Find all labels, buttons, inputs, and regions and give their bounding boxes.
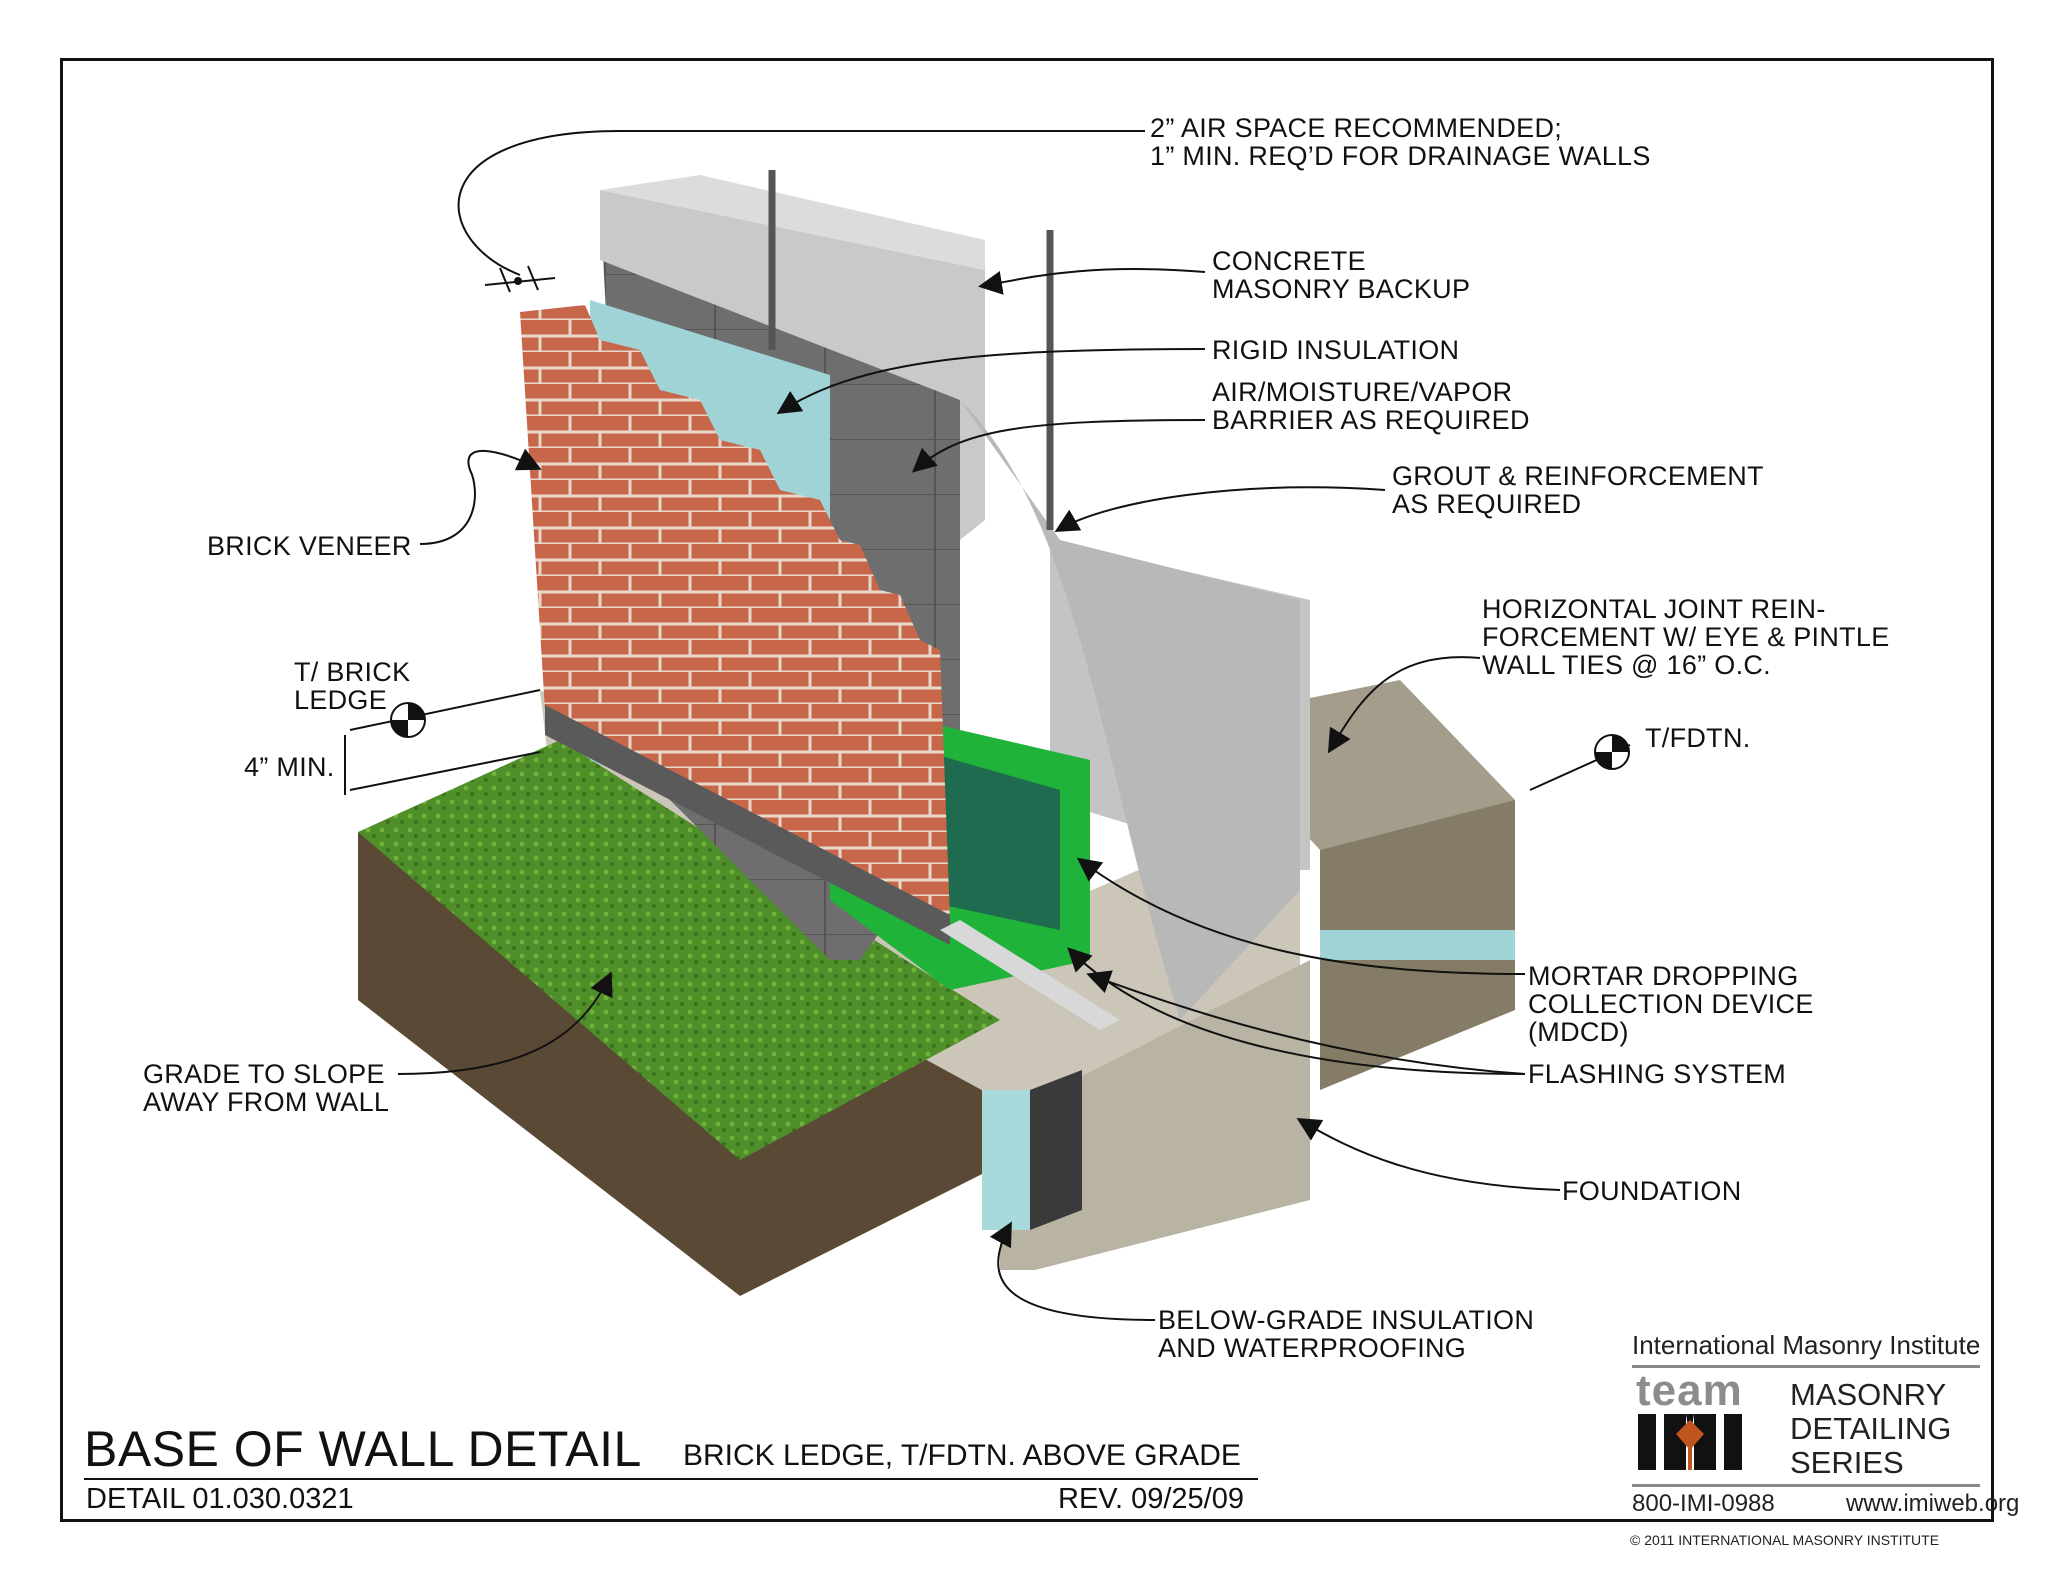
slab-insulation <box>1320 930 1515 960</box>
website-link[interactable]: www.imiweb.org <box>1846 1490 2020 1517</box>
brick-veneer-label: BRICK VENEER <box>207 531 412 561</box>
detail-number: DETAIL 01.030.0321 <box>86 1483 354 1515</box>
min-4-label: 4” MIN. <box>244 752 335 782</box>
grass-surface <box>358 740 1000 1160</box>
foundation-label: FOUNDATION <box>1562 1176 1742 1206</box>
brick-base <box>545 705 950 945</box>
air-space-label: 2” AIR SPACE RECOMMENDED;1” MIN. REQ’D F… <box>1150 113 1651 171</box>
title-underline <box>84 1478 1258 1480</box>
cmu-light-blocks-upper <box>600 190 985 540</box>
rigid-insulation-label: RIGID INSULATION <box>1212 335 1460 365</box>
cmu-curve-cut <box>960 400 1300 1020</box>
below-grade-insulation <box>982 1090 1030 1230</box>
phone-number: 800-IMI-0988 <box>1632 1490 1775 1517</box>
drawing-title: BASE OF WALL DETAIL <box>84 1421 642 1477</box>
joint-reinforcement-label: HORIZONTAL JOINT REIN-FORCEMENT W/ EYE &… <box>1482 594 1890 680</box>
imi-logo-icon <box>1638 1414 1742 1470</box>
flashing-label: FLASHING SYSTEM <box>1528 1059 1787 1089</box>
waterproofing <box>1030 1070 1082 1230</box>
brick-veneer <box>520 305 950 920</box>
branding-rule-top <box>1632 1365 1980 1368</box>
copyright-notice: © 2011 INTERNATIONAL MASONRY INSTITUTE <box>1630 1532 1940 1548</box>
cmu-top-cells <box>600 175 985 270</box>
revision-date: REV. 09/25/09 <box>1058 1483 1244 1515</box>
institute-name: International Masonry Institute <box>1632 1330 1981 1360</box>
branding-rule-bottom <box>1632 1484 1980 1487</box>
drawing-subtitle: BRICK LEDGE, T/FDTN. ABOVE GRADE <box>683 1439 1241 1472</box>
mdcd-mesh <box>920 750 1060 930</box>
team-wordmark: team <box>1636 1366 1743 1415</box>
drawing-frame <box>60 58 1994 1522</box>
t-fdtn-label: T/FDTN. <box>1645 723 1751 753</box>
flashing-strip <box>940 920 1120 1030</box>
